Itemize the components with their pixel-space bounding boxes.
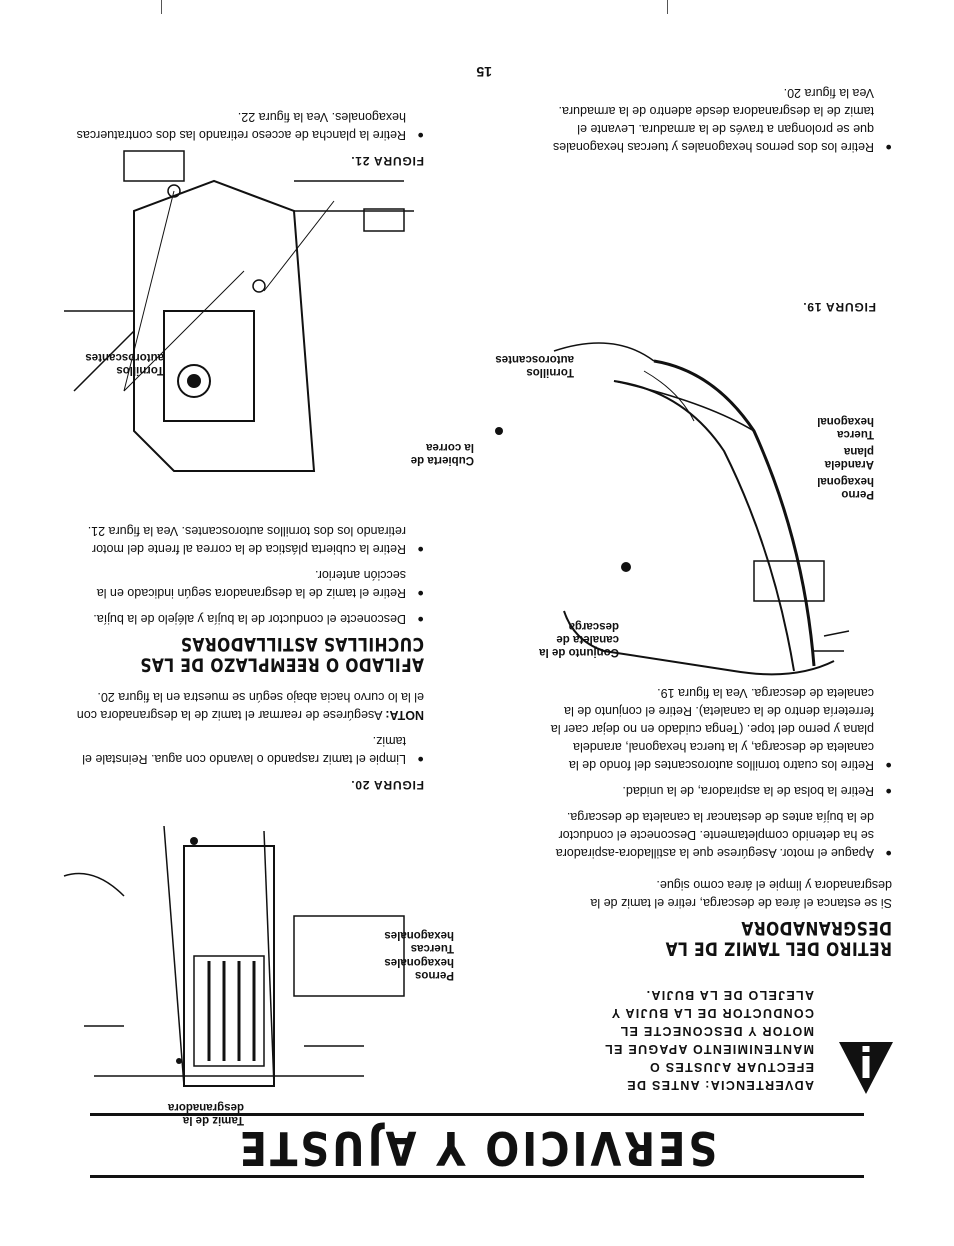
bullet-item: Retire los cuatro tornillos autoroscante… <box>547 684 892 774</box>
note-text: Asegúrese de rearmar el tamiz de la desg… <box>76 690 424 722</box>
fig20-label-nuts: Tuercas hexagonales <box>384 929 454 954</box>
title-rule-top <box>90 1175 864 1178</box>
fig20-label-bolts: Pernos hexagonales <box>384 956 454 981</box>
bullet-item: Apague el motor. Asegúrese que la astill… <box>547 808 892 862</box>
bullet-item: Desconecte el conductor de la bujía y al… <box>74 610 424 628</box>
fig19-caption: FIGURA 19. <box>802 300 876 314</box>
note-label: NOTA: <box>385 708 424 722</box>
bullet-item: Retire la cubierta plástica de la correa… <box>74 522 424 558</box>
section-heading-screen-removal: RETIRO DEL TAMIZ DE LA DESGRANADORA <box>665 917 892 960</box>
figure-20-illustration <box>63 825 405 1087</box>
fig19-label-chute: Conjunto de la canaleta de descarga <box>539 620 619 658</box>
warning-text: ADVERTENCIA: ANTES DE EFECTUAR AJUSTES O… <box>603 988 814 1092</box>
section-heading-blades: AFILADO O REEMPLAZO DE LAS CUCHILLAS AST… <box>139 633 424 676</box>
page-title: SERVICIO Y AJUSTE <box>236 1120 718 1174</box>
fig19-label-nut: Tuerca hexagonal <box>817 415 874 440</box>
margin-tick-mark <box>161 0 162 14</box>
bullet-item: Retire la plancha de acceso retirando la… <box>74 108 424 144</box>
fig21-caption: FIGURA 21. <box>350 154 424 168</box>
note-paragraph: NOTA: Asegúrese de rearmar el tamiz de l… <box>74 688 424 724</box>
figure-21-illustration <box>64 150 414 472</box>
fig21-label-screws: Tornillos autoroscantes <box>85 351 164 376</box>
bullet-item: Retire los dos pernos hexagonales y tuer… <box>547 84 892 156</box>
left-column-continued: Retire los dos pernos hexagonales y tuer… <box>547 76 892 156</box>
bullet-item: Retire la bolsa de la aspiradora, de la … <box>547 782 892 800</box>
fig20-caption: FIGURA 20. <box>350 778 424 792</box>
bullet-item: Retire el tamiz de la desgranadora según… <box>74 566 424 602</box>
intro-paragraph: Si se estanca el área de descarga, retir… <box>590 878 892 910</box>
fig19-label-washer: Arandela plana <box>824 445 874 470</box>
right-column: Limpie el tamiz raspando o lavando con a… <box>74 514 424 768</box>
page-number: 15 <box>476 64 492 80</box>
fig19-label-bolt: Perno hexagonal <box>817 475 874 500</box>
exclamation-warning-icon <box>839 1042 893 1094</box>
fig19-label-screws: Tornillos autoroscantes <box>495 353 574 378</box>
margin-tick-mark <box>667 0 668 14</box>
fig20-label-screen: Tamiz de la desgranadora <box>167 1101 244 1126</box>
left-column: RETIRO DEL TAMIZ DE LA DESGRANADORA Si s… <box>547 676 892 964</box>
fig21-label-cover: Cubierta de la correa <box>410 441 474 466</box>
bullet-item: Limpie el tamiz raspando o lavando con a… <box>74 732 424 768</box>
right-column-continued: Retire la plancha de acceso retirando la… <box>74 100 424 144</box>
figure-19-illustration <box>495 342 850 676</box>
